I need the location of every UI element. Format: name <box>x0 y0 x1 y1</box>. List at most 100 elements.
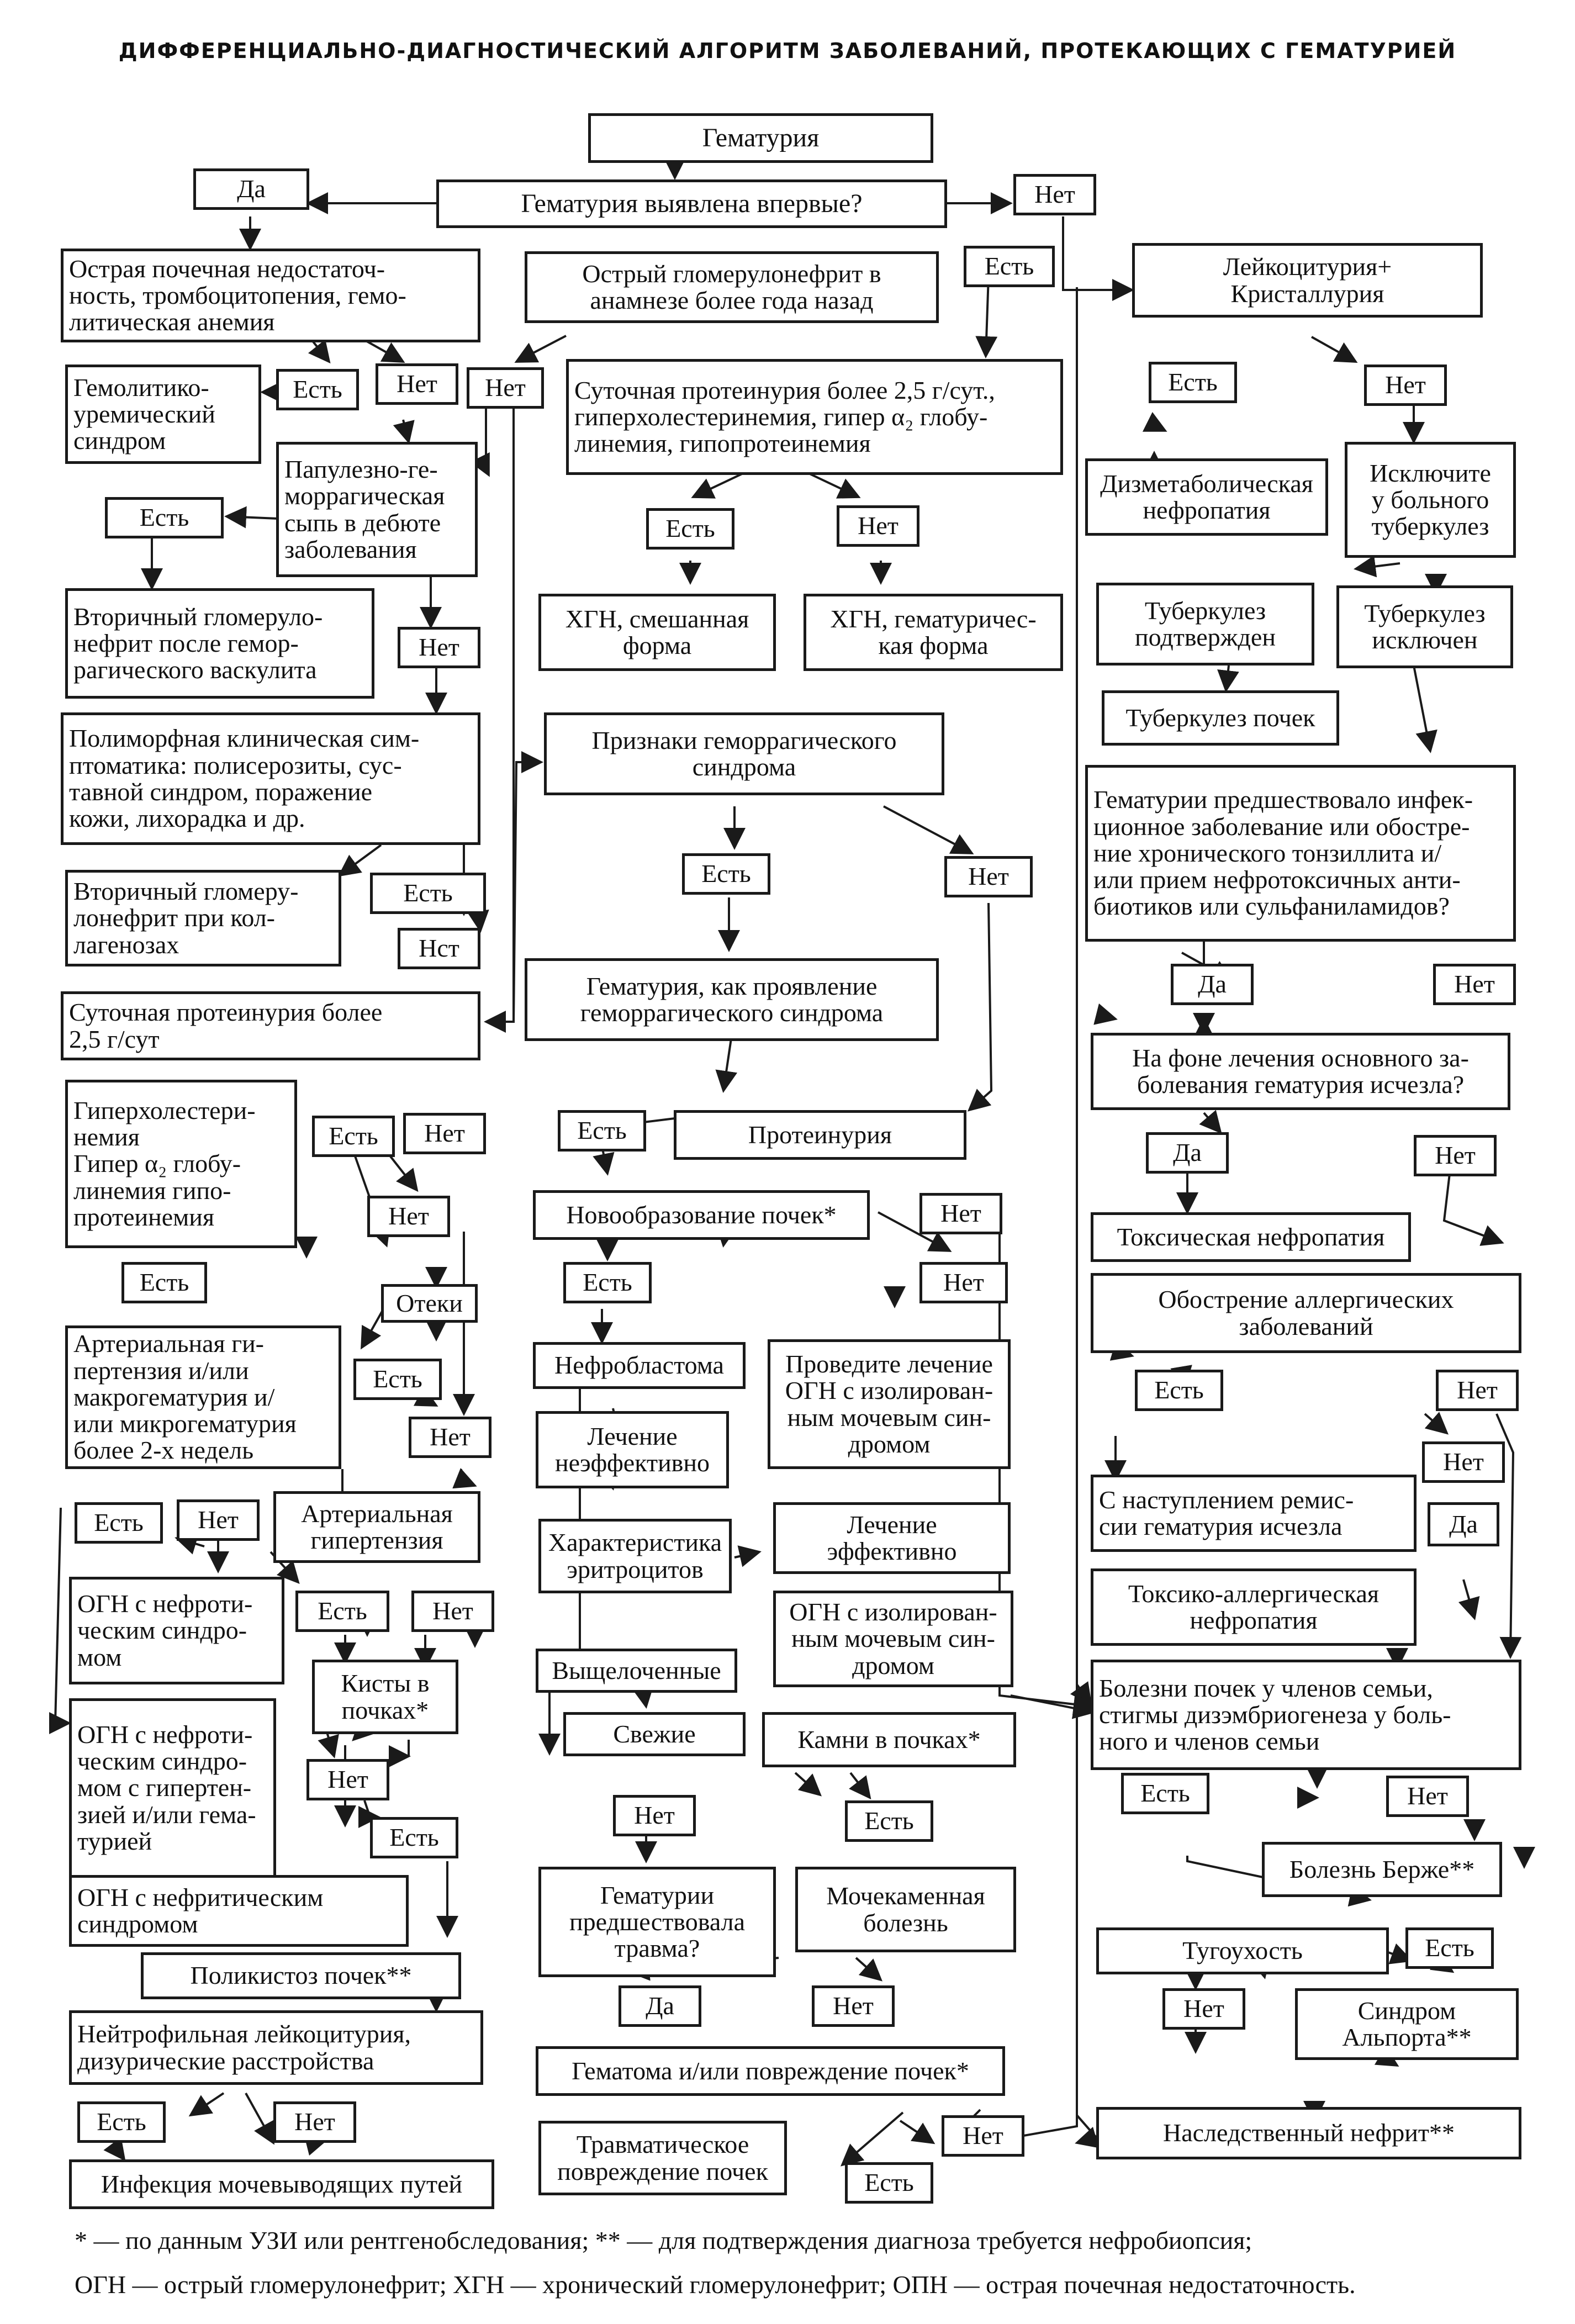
agn-nephrotic-syndrome-node: ОГН с нефроти- ческим синдро- мом <box>69 1577 284 1684</box>
connector <box>1093 1003 1118 1025</box>
edema-node: Отеки <box>381 1284 478 1323</box>
kidney-tuberculosis-node: Туберкулез почек <box>1102 690 1339 746</box>
no-node-proteinuria: Нет <box>919 1193 1002 1234</box>
preceding-trauma-question-node: Гематурии предшествовала травма? <box>538 1867 776 1977</box>
arterial-hypertension-macrohematuria-node: Артериальная ги- пертензия и/или макроге… <box>65 1325 341 1469</box>
connector <box>734 1545 762 1567</box>
connector <box>1458 1579 1480 1620</box>
no-node-hyperchol: Нет <box>403 1113 486 1154</box>
no-node-hematoma: Нет <box>942 2115 1024 2157</box>
no-node-hemorrhagic: Нет <box>944 856 1033 897</box>
no-node-remission: Нет <box>1422 1441 1505 1483</box>
polymorphic-symptoms-node: Полиморфная клиническая сим- птоматика: … <box>61 712 480 845</box>
secondary-gn-vasculitis-node: Вторичный гломеруло- нефрит после гемор-… <box>65 588 374 699</box>
remission-hematuria-resolved-node: С наступлением ремис- сии гематурия исче… <box>1091 1475 1417 1552</box>
hematuria-start-node: Гематурия <box>588 113 933 163</box>
connector <box>1075 2114 1100 2148</box>
connector <box>1311 336 1358 363</box>
alport-syndrome-node: Синдром Альпорта** <box>1295 1988 1519 2060</box>
agn-treatment-trial-node: Проведите лечение ОГН с изолирован- ным … <box>768 1339 1011 1469</box>
yes-node-hearing: Есть <box>1405 1927 1494 1969</box>
yes-node-family: Есть <box>1121 1773 1209 1814</box>
connector <box>998 1221 1096 1715</box>
no-node-trauma: Нет <box>812 1985 895 2027</box>
tuberculosis-confirmed-node: Туберкулез подтвержден <box>1096 583 1314 665</box>
yes-node-infection: Да <box>1171 964 1254 1005</box>
no-node-edema: Нет <box>409 1417 491 1458</box>
connector <box>188 2092 225 2117</box>
yes-node-hematoma: Есть <box>845 2162 933 2204</box>
connector <box>691 471 746 499</box>
no-node-rash: Нет <box>398 627 480 668</box>
connector <box>470 384 490 477</box>
yes-node-remission: Да <box>1428 1502 1499 1546</box>
agn-nephritic-syndrome-node: ОГН с нефритическим синдромом <box>69 1875 409 1947</box>
hearing-loss-node: Тугоухость <box>1096 1927 1389 1974</box>
no-node-cysts: Нет <box>306 1759 389 1800</box>
dysmetabolic-nephropathy-node: Дизметаболическая нефропатия <box>1085 458 1328 536</box>
yes-node-leukocyturia: Есть <box>77 2101 166 2143</box>
yes-node-edema-left: Есть <box>121 1262 207 1303</box>
kidney-cysts-question-node: Кисты в почках* <box>312 1660 458 1734</box>
arf-thrombocytopenia-anemia-node: Острая почечная недостаточ- ность, тромб… <box>61 249 480 342</box>
leached-erythrocytes-node: Выщелоченные <box>536 1649 737 1693</box>
connector <box>245 2093 274 2145</box>
treatment-effective-node: Лечение эффективно <box>773 1502 1011 1574</box>
connector <box>967 902 993 1112</box>
no-node-leukocyturia: Нет <box>273 2101 356 2143</box>
connector <box>49 1507 71 1734</box>
connector <box>1217 665 1239 693</box>
yes-node-agn-history: Есть <box>964 246 1055 287</box>
no-node-proteinuria-center: Нет <box>837 505 919 547</box>
leukocyturia-crystalluria-node: Лейкоцитурия+ Кристаллурия <box>1132 243 1483 318</box>
yes-node-rash: Есть <box>105 497 224 538</box>
connector <box>1354 555 1400 578</box>
daily-proteinuria-center-node: Суточная протеинурия более 2,5 г/сут., г… <box>566 359 1063 475</box>
yes-node-stones: Есть <box>845 1800 933 1842</box>
no-node-hus: Нет <box>376 363 458 405</box>
yes-node-hemorrhagic: Есть <box>682 853 770 895</box>
family-kidney-disease-node: Болезни почек у членов семьи, стигмы диз… <box>1091 1660 1521 1770</box>
connector <box>899 2120 936 2145</box>
no-node-crystalluria: Нет <box>1364 365 1447 406</box>
connector <box>1142 412 1167 432</box>
connector <box>484 398 515 1033</box>
cgn-mixed-form-node: ХГН, смешанная форма <box>538 594 776 671</box>
yes-node-neoplasm: Есть <box>563 1262 652 1303</box>
allergic-exacerbation-node: Обострение аллергических заболеваний <box>1091 1273 1521 1353</box>
kidney-stones-question-node: Камни в почках* <box>762 1712 1016 1767</box>
footnote-line-1: * — по данным УЗИ или рентгенобследовани… <box>75 2226 1252 2254</box>
agn-history-question-node: Острый гломерулонефрит в анамнезе более … <box>525 251 939 323</box>
yes-node-treatment: Да <box>1146 1132 1229 1174</box>
no-node-hyperchol-2: Нет <box>367 1196 450 1237</box>
proteinuria-node: Протеинурия <box>674 1110 966 1160</box>
berger-disease-node: Болезнь Берже** <box>1262 1842 1502 1897</box>
connector <box>358 1800 380 1828</box>
connector <box>794 1772 822 1797</box>
connector <box>975 276 998 358</box>
no-node-allergic: Нет <box>1436 1370 1519 1411</box>
hematuria-resolved-treatment-question-node: На фоне лечения основного за- болевания … <box>1091 1033 1510 1110</box>
urinary-tract-infection-node: Инфекция мочевыводящих путей <box>69 2159 494 2209</box>
connector <box>385 1150 419 1192</box>
yes-node-hypertension-macro: Есть <box>75 1502 163 1544</box>
yes-node-cysts: Есть <box>370 1817 458 1858</box>
traumatic-kidney-injury-node: Травматическое повреждение почек <box>538 2121 787 2195</box>
no-node-art-hypertension: Нет <box>411 1591 494 1632</box>
neutrophilic-leukocyturia-node: Нейтрофильная лейкоцитурия, дизурические… <box>69 2010 483 2085</box>
no-node-agn-history: Нет <box>467 367 544 409</box>
treatment-ineffective-node: Лечение неэффективно <box>536 1411 729 1488</box>
secondary-gn-collagenosis-node: Вторичный гломеру- лонефрит при кол- лаг… <box>65 870 341 966</box>
yes-node-art-hypertension: Есть <box>295 1591 389 1632</box>
kidney-neoplasm-question-node: Новообразование почек* <box>533 1190 870 1240</box>
polycystic-kidney-node: Поликистоз почек** <box>141 1952 461 1999</box>
arterial-hypertension-node: Артериальная гипертензия <box>273 1491 480 1563</box>
urolithiasis-node: Мочекаменная болезнь <box>795 1867 1016 1952</box>
toxic-nephropathy-node: Токсическая нефропатия <box>1091 1212 1411 1262</box>
connector <box>1062 216 1134 301</box>
connector <box>337 844 382 877</box>
connector <box>806 471 861 499</box>
preceding-infection-question-node: Гематурии предшествовало инфек- ционное … <box>1085 765 1516 942</box>
tuberculosis-excluded-node: Туберкулез исключен <box>1336 585 1513 668</box>
